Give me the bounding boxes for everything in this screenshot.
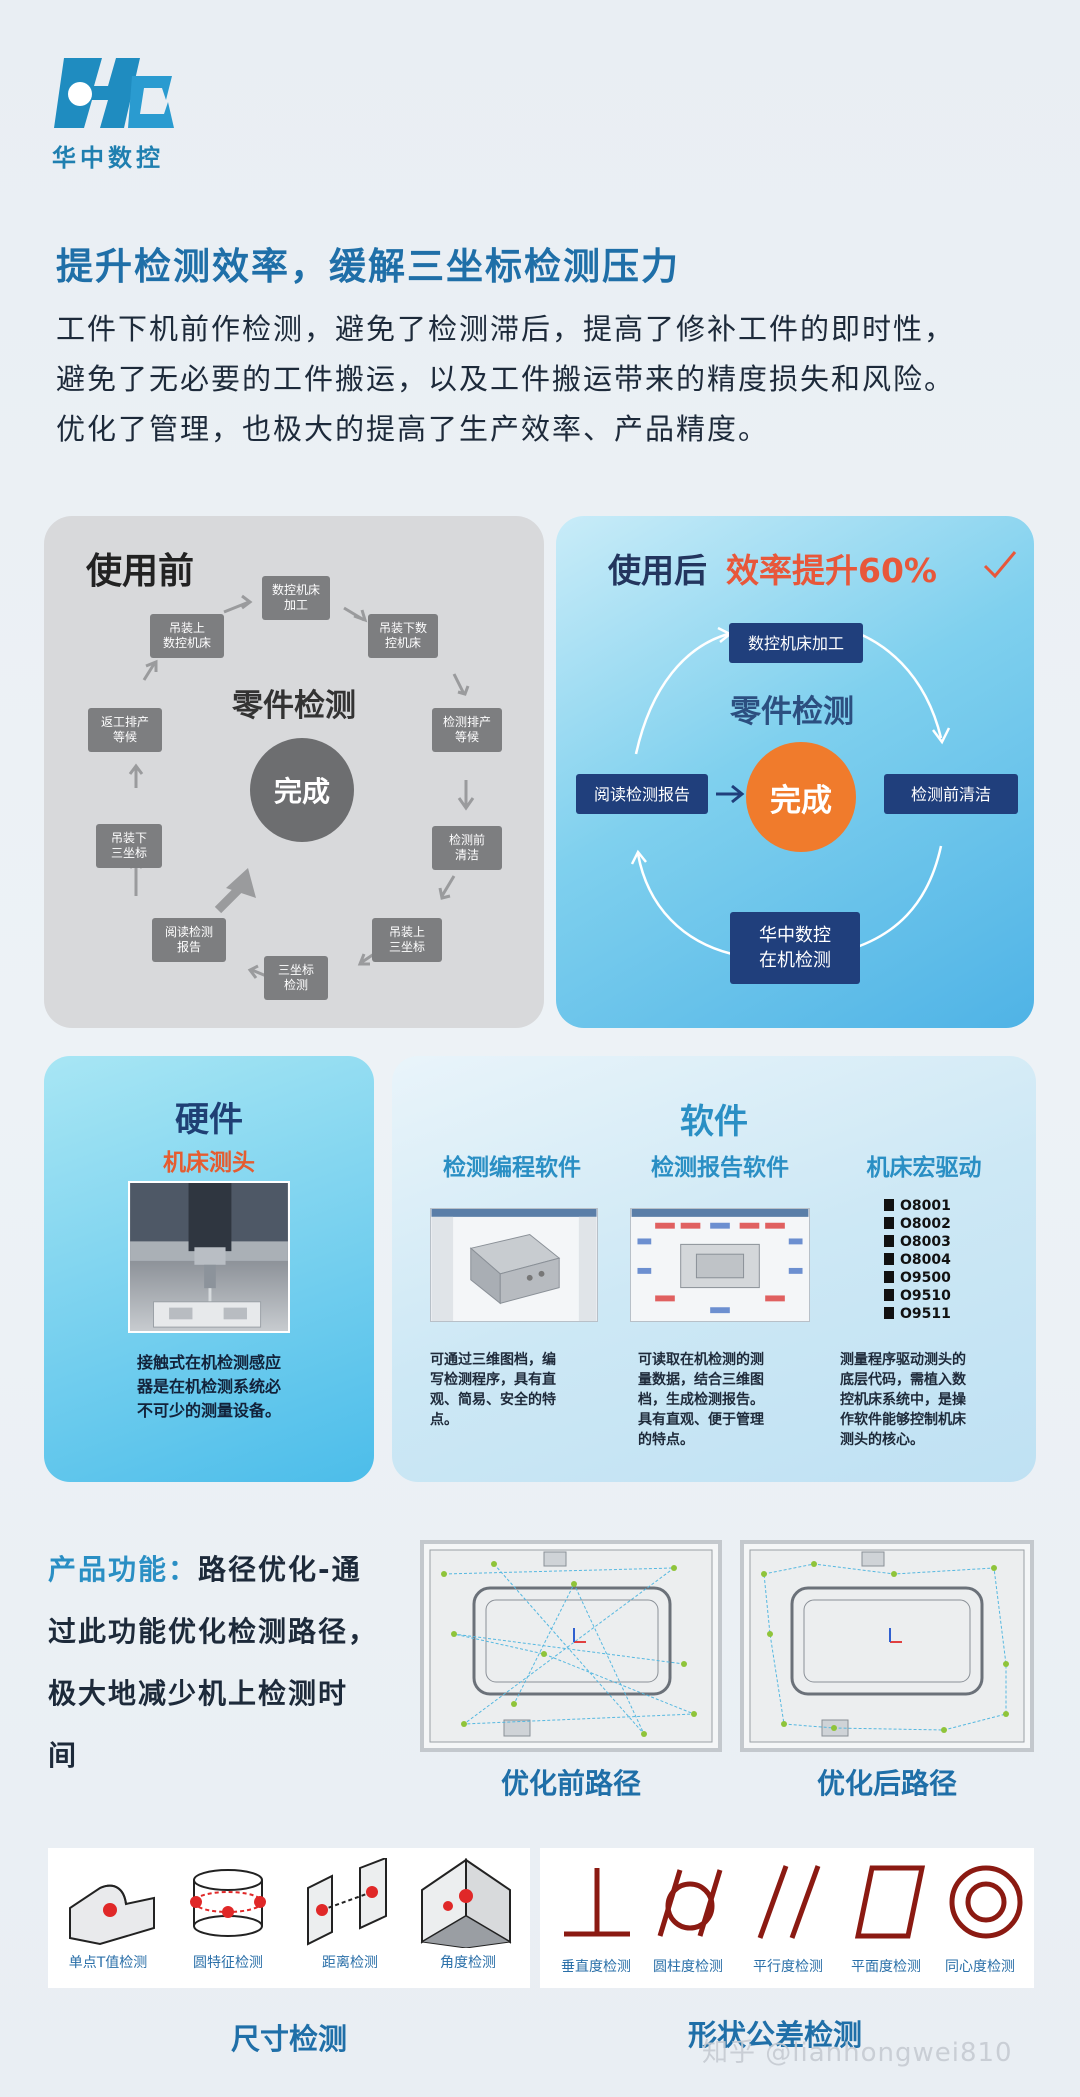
hardware-subtitle: 机床测头 bbox=[163, 1150, 255, 1176]
single-point-icon bbox=[69, 1884, 155, 1946]
software-col-title: 机床宏驱动 bbox=[866, 1155, 982, 1181]
intro-line: 优化了管理，也极大的提高了生产效率、产品精度。 bbox=[56, 412, 770, 446]
after-title-highlight: 效率提升60% bbox=[726, 551, 937, 590]
before-step: 吊装上数控机床 bbox=[150, 614, 224, 658]
software-col-desc: 可读取在机检测的测 量数据，结合三维图 档，生成检测报告。 具有直观、便于管理 … bbox=[638, 1352, 764, 1448]
tolerance-item-label: 垂直度检测 bbox=[561, 1959, 631, 1975]
after-center-label: 零件检测 bbox=[730, 694, 854, 730]
feature-line: 产品功能：路径优化-通 bbox=[48, 1553, 362, 1586]
tolerance-card bbox=[540, 1848, 1034, 1988]
before-step: 检测前清洁 bbox=[432, 826, 502, 870]
macro-file-item: O8001 bbox=[884, 1197, 968, 1215]
perpendicularity-icon bbox=[564, 1868, 630, 1937]
software-col-title: 检测编程软件 bbox=[443, 1155, 581, 1181]
after-title: 使用后 bbox=[608, 551, 707, 590]
tolerance-item-label: 圆柱度检测 bbox=[653, 1959, 723, 1975]
feature-line: 间 bbox=[48, 1739, 79, 1772]
before-step: 吊装上三坐标 bbox=[372, 918, 442, 962]
macro-file-item: O9500 bbox=[884, 1269, 968, 1287]
circle-feature-icon bbox=[190, 1869, 266, 1937]
software-col-desc: 可通过三维图档，编 写检测程序，具有直 观、简易、安全的特 点。 bbox=[430, 1352, 556, 1428]
path-before-image bbox=[420, 1540, 722, 1752]
macro-file-item: O8004 bbox=[884, 1251, 968, 1269]
after-step: 数控机床加工 bbox=[729, 623, 863, 663]
after-step: 华中数控在机检测 bbox=[730, 912, 860, 984]
probe-photo bbox=[128, 1181, 290, 1333]
parallelism-icon bbox=[757, 1865, 821, 1939]
tolerance-caption: 形状公差检测 bbox=[688, 2018, 863, 2052]
before-title: 使用前 bbox=[86, 551, 195, 592]
report-software-screenshot bbox=[630, 1208, 810, 1322]
software-col-desc: 测量程序驱动测头的 底层代码，需植入数 控机床系统中，是操 作软件能够控制机床 … bbox=[840, 1352, 966, 1448]
after-step: 检测前清洁 bbox=[884, 774, 1018, 814]
headline: 提升检测效率，缓解三坐标检测压力 bbox=[56, 245, 680, 288]
angle-icon bbox=[420, 1858, 512, 1948]
dimension-caption: 尺寸检测 bbox=[230, 2022, 347, 2056]
macro-file-item: O8003 bbox=[884, 1233, 968, 1251]
check-icon bbox=[983, 551, 1017, 579]
dimension-item-label: 单点T值检测 bbox=[68, 1955, 148, 1971]
software-title: 软件 bbox=[680, 1102, 748, 1142]
hardware-desc-line: 接触式在机检测感应 bbox=[136, 1353, 281, 1372]
macro-file-item: O9511 bbox=[884, 1305, 968, 1323]
path-after-image bbox=[740, 1540, 1034, 1752]
path-after-caption: 优化后路径 bbox=[816, 1767, 957, 1800]
hardware-desc-line: 不可少的测量设备。 bbox=[136, 1401, 281, 1420]
intro-line: 工件下机前作检测，避免了检测滞后，提高了修补工件的即时性， bbox=[56, 312, 956, 346]
dimension-item-label: 角度检测 bbox=[440, 1955, 496, 1971]
software-col-title: 检测报告软件 bbox=[651, 1155, 789, 1181]
after-step: 阅读检测报告 bbox=[576, 774, 708, 814]
hardware-desc-line: 器是在机检测系统必 bbox=[136, 1377, 281, 1396]
dimension-item-label: 圆特征检测 bbox=[193, 1955, 263, 1971]
concentricity-icon bbox=[949, 1865, 1023, 1939]
macro-list: O8001 O8002 O8003 O8004 O9500 O9510 O951… bbox=[884, 1197, 968, 1323]
feature-label: 产品功能： bbox=[48, 1553, 199, 1586]
hardware-title: 硬件 bbox=[175, 1100, 243, 1140]
cylindricity-icon bbox=[657, 1869, 723, 1937]
before-step: 数控机床加工 bbox=[262, 576, 330, 620]
programming-software-screenshot bbox=[430, 1208, 598, 1322]
tolerance-item-label: 同心度检测 bbox=[945, 1959, 1015, 1975]
intro-line: 避免了无必要的工件搬运，以及工件搬运带来的精度损失和风险。 bbox=[56, 362, 956, 396]
tolerance-item-label: 平行度检测 bbox=[753, 1959, 823, 1975]
feature-line: 极大地减少机上检测时 bbox=[48, 1677, 349, 1710]
before-done-circle: 完成 bbox=[250, 738, 354, 842]
distance-icon bbox=[307, 1858, 387, 1946]
before-step: 吊装下数控机床 bbox=[368, 614, 438, 658]
logo-text: 华中数控 bbox=[52, 144, 164, 172]
hnc-logo bbox=[54, 58, 174, 128]
after-done-circle: 完成 bbox=[746, 742, 856, 852]
flatness-icon bbox=[854, 1865, 926, 1939]
before-step: 阅读检测报告 bbox=[152, 918, 226, 962]
before-step: 返工排产等候 bbox=[88, 708, 162, 752]
dimension-item-label: 距离检测 bbox=[322, 1955, 378, 1971]
macro-file-item: O8002 bbox=[884, 1215, 968, 1233]
dimension-card bbox=[48, 1848, 530, 1988]
watermark: 知乎 @lianhongwei810 bbox=[702, 2038, 1013, 2068]
path-before-caption: 优化前路径 bbox=[500, 1767, 641, 1800]
macro-file-item: O9510 bbox=[884, 1287, 968, 1305]
feature-line: 过此功能优化检测路径， bbox=[48, 1615, 379, 1648]
before-center-label: 零件检测 bbox=[232, 688, 356, 724]
tolerance-item-label: 平面度检测 bbox=[851, 1959, 921, 1975]
before-step: 三坐标检测 bbox=[264, 956, 328, 1000]
before-step: 检测排产等候 bbox=[432, 708, 502, 752]
before-step: 吊装下三坐标 bbox=[96, 824, 162, 868]
